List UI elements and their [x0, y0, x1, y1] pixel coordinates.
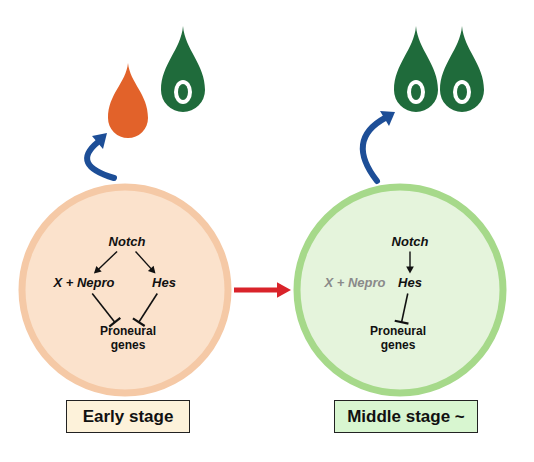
gene-name: Hes [398, 276, 422, 291]
connector-line [139, 293, 157, 322]
connector-line [234, 288, 280, 293]
stage-label: Early stage [83, 407, 174, 427]
gene-label: Notch [109, 235, 146, 250]
cell-nucleus [411, 84, 421, 100]
neuron-cell [394, 26, 438, 112]
gene-label: X + Nepro [53, 276, 114, 291]
regulation-arrow [94, 251, 117, 273]
gene-name: X + Nepro [324, 276, 385, 291]
regulation-arrow [406, 251, 414, 273]
connector-line [409, 251, 410, 267]
connector-line [98, 251, 117, 269]
cell-nucleus [174, 80, 192, 104]
cell-nucleus [407, 80, 425, 104]
gene-name: Notch [109, 235, 146, 250]
inhibition-bar [109, 318, 120, 327]
cell-outline [297, 187, 503, 393]
gene-label: Proneural genes [362, 325, 434, 353]
gene-name: Notch [392, 235, 429, 250]
connector-line [136, 251, 152, 269]
arrow-head [148, 266, 156, 274]
regulation-arrow [92, 293, 120, 326]
gene-label: Hes [398, 276, 422, 291]
neuron-cell [440, 26, 484, 112]
gene-label: Proneural genes [92, 325, 164, 353]
connector-line [92, 293, 115, 322]
regulation-arrow [133, 293, 157, 326]
gene-label: X + Nepro [324, 276, 385, 291]
cell-outline [293, 183, 507, 397]
stage-box: Middle stage ~ [334, 400, 478, 433]
inhibition-bar [395, 321, 409, 324]
connector-line [402, 293, 408, 322]
cell-outline [22, 187, 228, 393]
cell-nucleus [457, 84, 467, 100]
neuron-cell [108, 63, 148, 138]
arrow-head [406, 267, 414, 274]
regulation-arrow [395, 293, 409, 323]
neuron-cell [161, 26, 205, 112]
arrow-head [92, 133, 107, 149]
gene-label: Hes [152, 276, 176, 291]
cell-nucleus [178, 84, 188, 100]
cell-nucleus [453, 80, 471, 104]
arrow-head [380, 111, 395, 126]
division-arrow [87, 142, 114, 178]
arrow-head [277, 282, 291, 297]
cell-outline [18, 183, 232, 397]
gene-label: Notch [392, 235, 429, 250]
stage-box: Early stage [66, 400, 190, 433]
gene-name: Proneural genes [92, 325, 164, 353]
progenitor-cell: Notch X + Nepro HesProneural genes [18, 183, 232, 397]
arrow-head [94, 266, 102, 274]
gene-name: Proneural genes [362, 325, 434, 353]
inhibition-bar [133, 318, 145, 326]
gene-name: X + Nepro [53, 276, 114, 291]
progenitor-cell: Notch X + Nepro HesProneural genes [293, 183, 507, 397]
stage-label: Middle stage ~ [347, 407, 465, 427]
transition-arrow [234, 282, 291, 297]
division-arrow [363, 118, 385, 181]
gene-name: Hes [152, 276, 176, 291]
regulation-arrow [136, 251, 156, 273]
